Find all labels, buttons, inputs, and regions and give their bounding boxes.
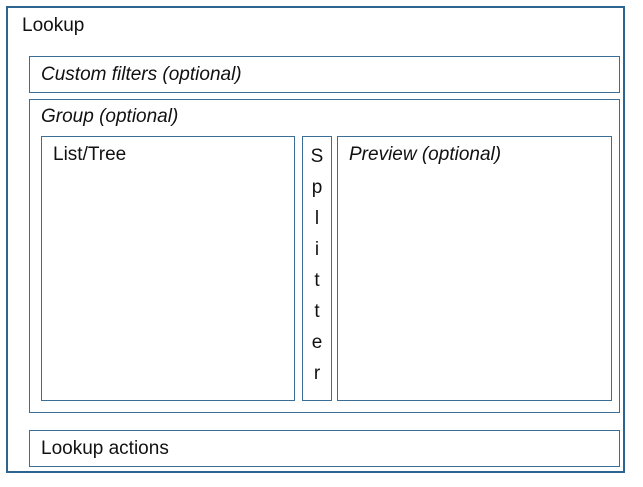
- splitter-handle[interactable]: S p l i t t e r: [302, 136, 332, 401]
- splitter-letter: i: [314, 239, 320, 260]
- splitter-letter: l: [314, 208, 320, 229]
- custom-filters-label: Custom filters (optional): [41, 64, 242, 85]
- page-title: Lookup: [22, 15, 85, 36]
- splitter-letter: t: [314, 301, 320, 322]
- list-tree-panel[interactable]: List/Tree: [41, 136, 295, 401]
- group-panel[interactable]: Group (optional) List/Tree S p l i t t e…: [29, 99, 620, 413]
- splitter-letter: e: [311, 332, 323, 353]
- lookup-actions-label: Lookup actions: [41, 438, 169, 459]
- list-tree-label: List/Tree: [53, 144, 127, 165]
- custom-filters-panel[interactable]: Custom filters (optional): [29, 56, 620, 93]
- preview-panel[interactable]: Preview (optional): [337, 136, 612, 401]
- lookup-frame: Lookup Custom filters (optional) Group (…: [6, 6, 625, 473]
- splitter-letter: S: [310, 146, 324, 167]
- splitter-letter: p: [311, 177, 323, 198]
- splitter-letter: r: [313, 363, 321, 384]
- preview-label: Preview (optional): [349, 144, 502, 165]
- lookup-actions-panel[interactable]: Lookup actions: [29, 430, 620, 467]
- group-label: Group (optional): [41, 106, 179, 127]
- splitter-letter: t: [314, 270, 320, 291]
- splitter-label: S p l i t t e r: [303, 141, 331, 389]
